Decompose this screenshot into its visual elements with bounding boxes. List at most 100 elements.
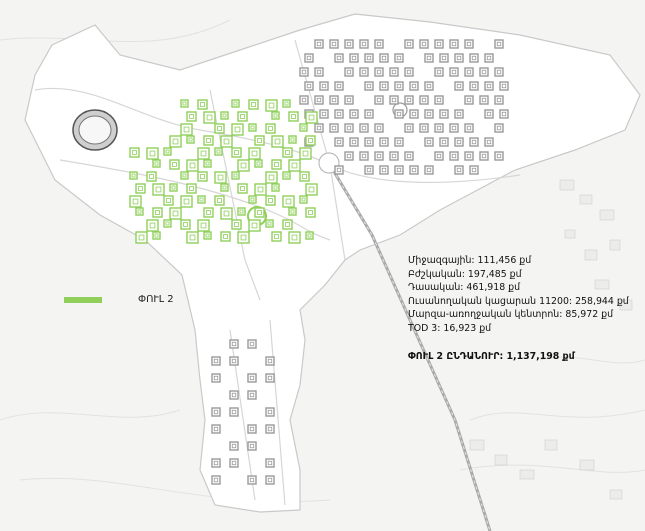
phase-2-block-courtyard <box>154 233 159 238</box>
phase-2-block-courtyard <box>200 222 207 229</box>
existing-block <box>304 81 314 91</box>
existing-block-courtyard <box>361 153 367 159</box>
existing-block-courtyard <box>306 55 312 61</box>
phase-2-block <box>146 147 159 160</box>
existing-block <box>454 53 464 63</box>
existing-block-courtyard <box>316 125 322 131</box>
phase-2-block-courtyard <box>216 149 221 154</box>
existing-block <box>314 123 324 133</box>
phase-2-block-courtyard <box>268 102 275 109</box>
existing-block-courtyard <box>366 167 372 173</box>
south-block-courtyard <box>267 375 273 381</box>
existing-block <box>449 151 459 161</box>
phase-2-block-courtyard <box>206 210 211 215</box>
phase-2-block-courtyard <box>234 222 239 227</box>
existing-block <box>334 81 344 91</box>
south-block <box>229 441 239 451</box>
south-block-courtyard <box>267 358 273 364</box>
phase-2-block-courtyard <box>165 149 170 154</box>
phase-2-block-courtyard <box>200 102 205 107</box>
stat-student-housing: Ուսանողական կացարան 11200: 258,944 քմ <box>408 295 629 307</box>
existing-block-courtyard <box>486 55 492 61</box>
phase-2-block <box>305 207 316 218</box>
existing-block <box>419 95 429 105</box>
existing-block <box>469 53 479 63</box>
south-block <box>211 407 221 417</box>
existing-block-courtyard <box>381 139 387 145</box>
phase-2-block <box>152 207 163 218</box>
existing-block-courtyard <box>441 139 447 145</box>
existing-block <box>314 39 324 49</box>
existing-block-courtyard <box>486 139 492 145</box>
south-block <box>229 390 239 400</box>
existing-block <box>349 53 359 63</box>
existing-block-courtyard <box>366 55 372 61</box>
phase-2-block <box>248 219 261 232</box>
south-block-courtyard <box>231 358 237 364</box>
existing-block-courtyard <box>376 125 382 131</box>
existing-block-courtyard <box>346 69 352 75</box>
existing-block-courtyard <box>496 153 502 159</box>
south-block <box>229 356 239 366</box>
existing-block <box>479 151 489 161</box>
phase-2-block <box>163 147 172 156</box>
existing-block <box>404 39 414 49</box>
phase-2-block-courtyard <box>291 234 298 241</box>
existing-block <box>479 67 489 77</box>
existing-block <box>334 137 344 147</box>
phase-2-block <box>282 219 293 230</box>
phase-2-block <box>248 123 257 132</box>
phase-2-block-courtyard <box>189 186 194 191</box>
existing-block <box>454 81 464 91</box>
existing-block-courtyard <box>436 153 442 159</box>
phase-2-block-courtyard <box>188 137 193 142</box>
phase-2-block-courtyard <box>206 138 211 143</box>
existing-block-courtyard <box>331 41 337 47</box>
phase-2-block-courtyard <box>284 173 289 178</box>
phase-2-block-courtyard <box>308 138 313 143</box>
phase-2-block <box>231 123 244 136</box>
existing-block <box>469 165 479 175</box>
existing-block-courtyard <box>426 167 432 173</box>
phase-2-block-courtyard <box>222 113 227 118</box>
existing-block-courtyard <box>421 125 427 131</box>
phase-2-block <box>265 219 274 228</box>
existing-block <box>374 151 384 161</box>
existing-block <box>359 67 369 77</box>
existing-block <box>419 123 429 133</box>
existing-block-courtyard <box>411 111 417 117</box>
phase-2-block <box>265 195 276 206</box>
phase-2-block <box>180 123 193 136</box>
existing-block-courtyard <box>336 111 342 117</box>
south-block-courtyard <box>249 375 255 381</box>
existing-block <box>419 39 429 49</box>
existing-block-courtyard <box>406 153 412 159</box>
south-block <box>211 458 221 468</box>
phase-2-block <box>186 135 195 144</box>
phase-2-block <box>254 183 267 196</box>
existing-block-courtyard <box>496 41 502 47</box>
phase-2-block <box>220 207 233 220</box>
existing-block-courtyard <box>471 55 477 61</box>
existing-block <box>394 53 404 63</box>
phase-2-block <box>305 231 314 240</box>
existing-block-courtyard <box>486 111 492 117</box>
existing-block-courtyard <box>456 83 462 89</box>
phase-2-block <box>129 171 138 180</box>
existing-building-blocks <box>299 39 509 175</box>
roundabout <box>318 152 340 174</box>
existing-block <box>314 95 324 105</box>
phase-2-block-courtyard <box>268 174 275 181</box>
phase-2-block-courtyard <box>149 150 156 157</box>
phase-2-block <box>163 195 174 206</box>
phase-2-block <box>271 159 282 170</box>
existing-block <box>334 165 344 175</box>
phase-2-block-courtyard <box>251 150 258 157</box>
phase-2-block <box>169 207 182 220</box>
south-block <box>247 390 257 400</box>
existing-block-courtyard <box>366 139 372 145</box>
phase-2-block <box>135 207 144 216</box>
phase-2-block-courtyard <box>250 197 255 202</box>
existing-block <box>434 95 444 105</box>
area-summary: Միջազգային: 111,456 քմ Բժշկական: 197,485… <box>408 254 629 363</box>
